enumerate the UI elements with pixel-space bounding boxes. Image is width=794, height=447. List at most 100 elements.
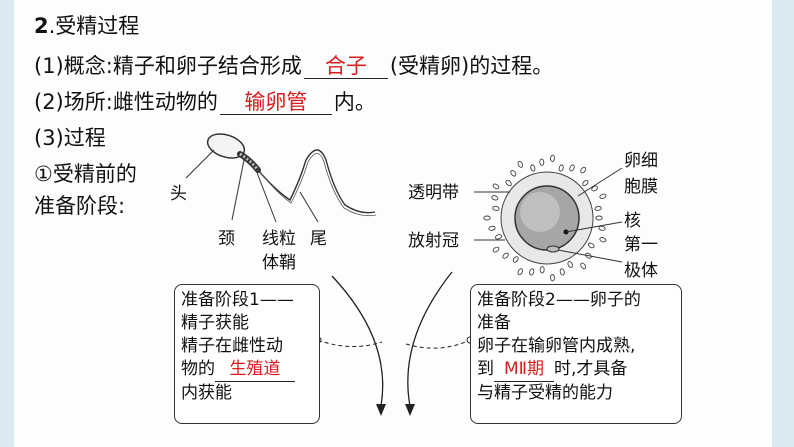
corona-cells bbox=[483, 154, 607, 282]
corona-cell bbox=[512, 256, 519, 263]
connector-left bbox=[317, 339, 383, 348]
corona-cell bbox=[491, 195, 499, 201]
box1-line4-prefix: 物的 bbox=[181, 359, 215, 379]
sperm-head-shape bbox=[206, 133, 246, 159]
right-edge-band bbox=[772, 0, 794, 447]
label-nucleus: 核 bbox=[624, 211, 641, 231]
corona-cell bbox=[582, 179, 589, 187]
label-membrane-2: 胞膜 bbox=[624, 177, 658, 197]
connector-right bbox=[405, 339, 471, 349]
corona-cell bbox=[594, 205, 602, 211]
corona-cell bbox=[529, 268, 535, 276]
corona-cell bbox=[502, 252, 509, 259]
corona-cell bbox=[559, 268, 565, 276]
corona-cell bbox=[539, 158, 545, 166]
section-heading: 2.受精过程 bbox=[34, 12, 139, 40]
label-zona: 透明带 bbox=[408, 183, 459, 203]
box1-line3: 精子在雌性动 bbox=[181, 336, 283, 356]
box1-line4: 物的生殖道 bbox=[181, 358, 313, 382]
label-membrane-1: 卵细 bbox=[624, 151, 658, 171]
process-title: (3)过程 bbox=[34, 126, 106, 150]
box2-title: 准备阶段2——卵子的 bbox=[477, 290, 641, 310]
leader-polar-body bbox=[557, 249, 623, 263]
stage-line-1: ①受精前的 bbox=[34, 162, 137, 186]
arrow-right-head bbox=[405, 404, 415, 416]
sperm-illustration bbox=[185, 133, 377, 223]
place-suffix: 内。 bbox=[333, 90, 376, 114]
concept-prefix: (1)概念:精子和卵子结合形成 bbox=[34, 54, 302, 78]
concept-line: (1)概念:精子和卵子结合形成合子(受精卵)的过程。 bbox=[34, 52, 553, 80]
arrow-right-curve bbox=[407, 271, 453, 407]
leader-head bbox=[185, 149, 215, 179]
left-edge-band bbox=[0, 0, 14, 447]
corona-cell bbox=[488, 225, 496, 231]
corona-cell bbox=[517, 160, 524, 168]
corona-cell bbox=[599, 237, 607, 243]
corona-cell bbox=[580, 166, 587, 174]
arrow-left-head bbox=[376, 404, 386, 416]
label-tail: 尾 bbox=[310, 229, 327, 249]
polar-body-shape bbox=[546, 245, 560, 253]
box1-title: 准备阶段1—— bbox=[181, 290, 294, 310]
heading-title: .受精过程 bbox=[48, 14, 140, 38]
corona-cell bbox=[539, 266, 545, 274]
leader-sheath bbox=[255, 169, 277, 223]
corona-cell bbox=[550, 274, 555, 282]
box1-line5: 内获能 bbox=[181, 383, 232, 403]
corona-cell bbox=[598, 225, 606, 231]
place-answer: 输卵管 bbox=[219, 90, 332, 115]
corona-cell bbox=[587, 242, 595, 249]
label-polar-2: 极体 bbox=[624, 261, 658, 281]
concept-suffix: (受精卵)的过程。 bbox=[389, 54, 554, 78]
corona-cell bbox=[595, 215, 603, 221]
sperm-midpiece-texture bbox=[239, 152, 260, 171]
sperm-tail-shape bbox=[257, 149, 376, 214]
stage1-box: 准备阶段1—— 精子获能 精子在雌性动 物的生殖道 内获能 bbox=[174, 284, 320, 424]
label-corona: 放射冠 bbox=[408, 231, 459, 251]
corona-cell bbox=[558, 164, 564, 172]
label-neck: 颈 bbox=[218, 229, 235, 249]
box2-answer: MⅡ期 bbox=[494, 358, 554, 382]
label-head: 头 bbox=[170, 184, 187, 204]
place-line: (2)场所:雌性动物的输卵管内。 bbox=[34, 88, 376, 116]
corona-cell bbox=[492, 205, 500, 211]
corona-cell bbox=[492, 183, 500, 190]
box2-line4-prefix: 到 bbox=[477, 359, 494, 379]
leader-nucleus bbox=[565, 221, 623, 233]
box1-line2: 精子获能 bbox=[181, 313, 249, 333]
corona-cell bbox=[569, 164, 575, 172]
corona-cell bbox=[483, 215, 491, 221]
corona-cell bbox=[550, 154, 555, 162]
sperm-tail-shadow bbox=[259, 153, 377, 217]
box1-answer: 生殖道 bbox=[215, 358, 295, 382]
corona-cell bbox=[580, 262, 587, 270]
corona-cell bbox=[510, 170, 517, 177]
box2-line5: 与精子受精的能力 bbox=[477, 383, 613, 403]
stage-line-2: 准备阶段: bbox=[34, 194, 126, 218]
box2-line4-suffix: 时,才具备 bbox=[554, 359, 628, 379]
oocyte-highlight bbox=[520, 192, 560, 232]
arrow-left-curve bbox=[331, 275, 384, 407]
leader-membrane bbox=[577, 167, 623, 197]
concept-answer: 合子 bbox=[303, 54, 388, 79]
corona-cell bbox=[517, 268, 524, 276]
corona-cell bbox=[494, 234, 503, 240]
corona-cell bbox=[505, 179, 512, 187]
label-sheath-2: 体鞘 bbox=[262, 253, 296, 273]
place-prefix: (2)场所:雌性动物的 bbox=[34, 90, 218, 114]
label-polar-1: 第一 bbox=[624, 235, 658, 255]
egg-illustration bbox=[474, 154, 623, 282]
leader-tail bbox=[299, 191, 319, 223]
heading-number: 2 bbox=[34, 14, 49, 38]
corona-cell bbox=[591, 185, 598, 192]
label-sheath-1: 线粒 bbox=[262, 229, 296, 249]
box2-line3: 卵子在输卵管内成熟, bbox=[477, 336, 636, 356]
corona-cell bbox=[492, 246, 500, 253]
corona-cell bbox=[567, 261, 573, 268]
corona-cell bbox=[530, 164, 536, 172]
corona-cell bbox=[599, 193, 607, 199]
leader-neck bbox=[231, 159, 245, 221]
box2-line2: 准备 bbox=[477, 313, 511, 333]
